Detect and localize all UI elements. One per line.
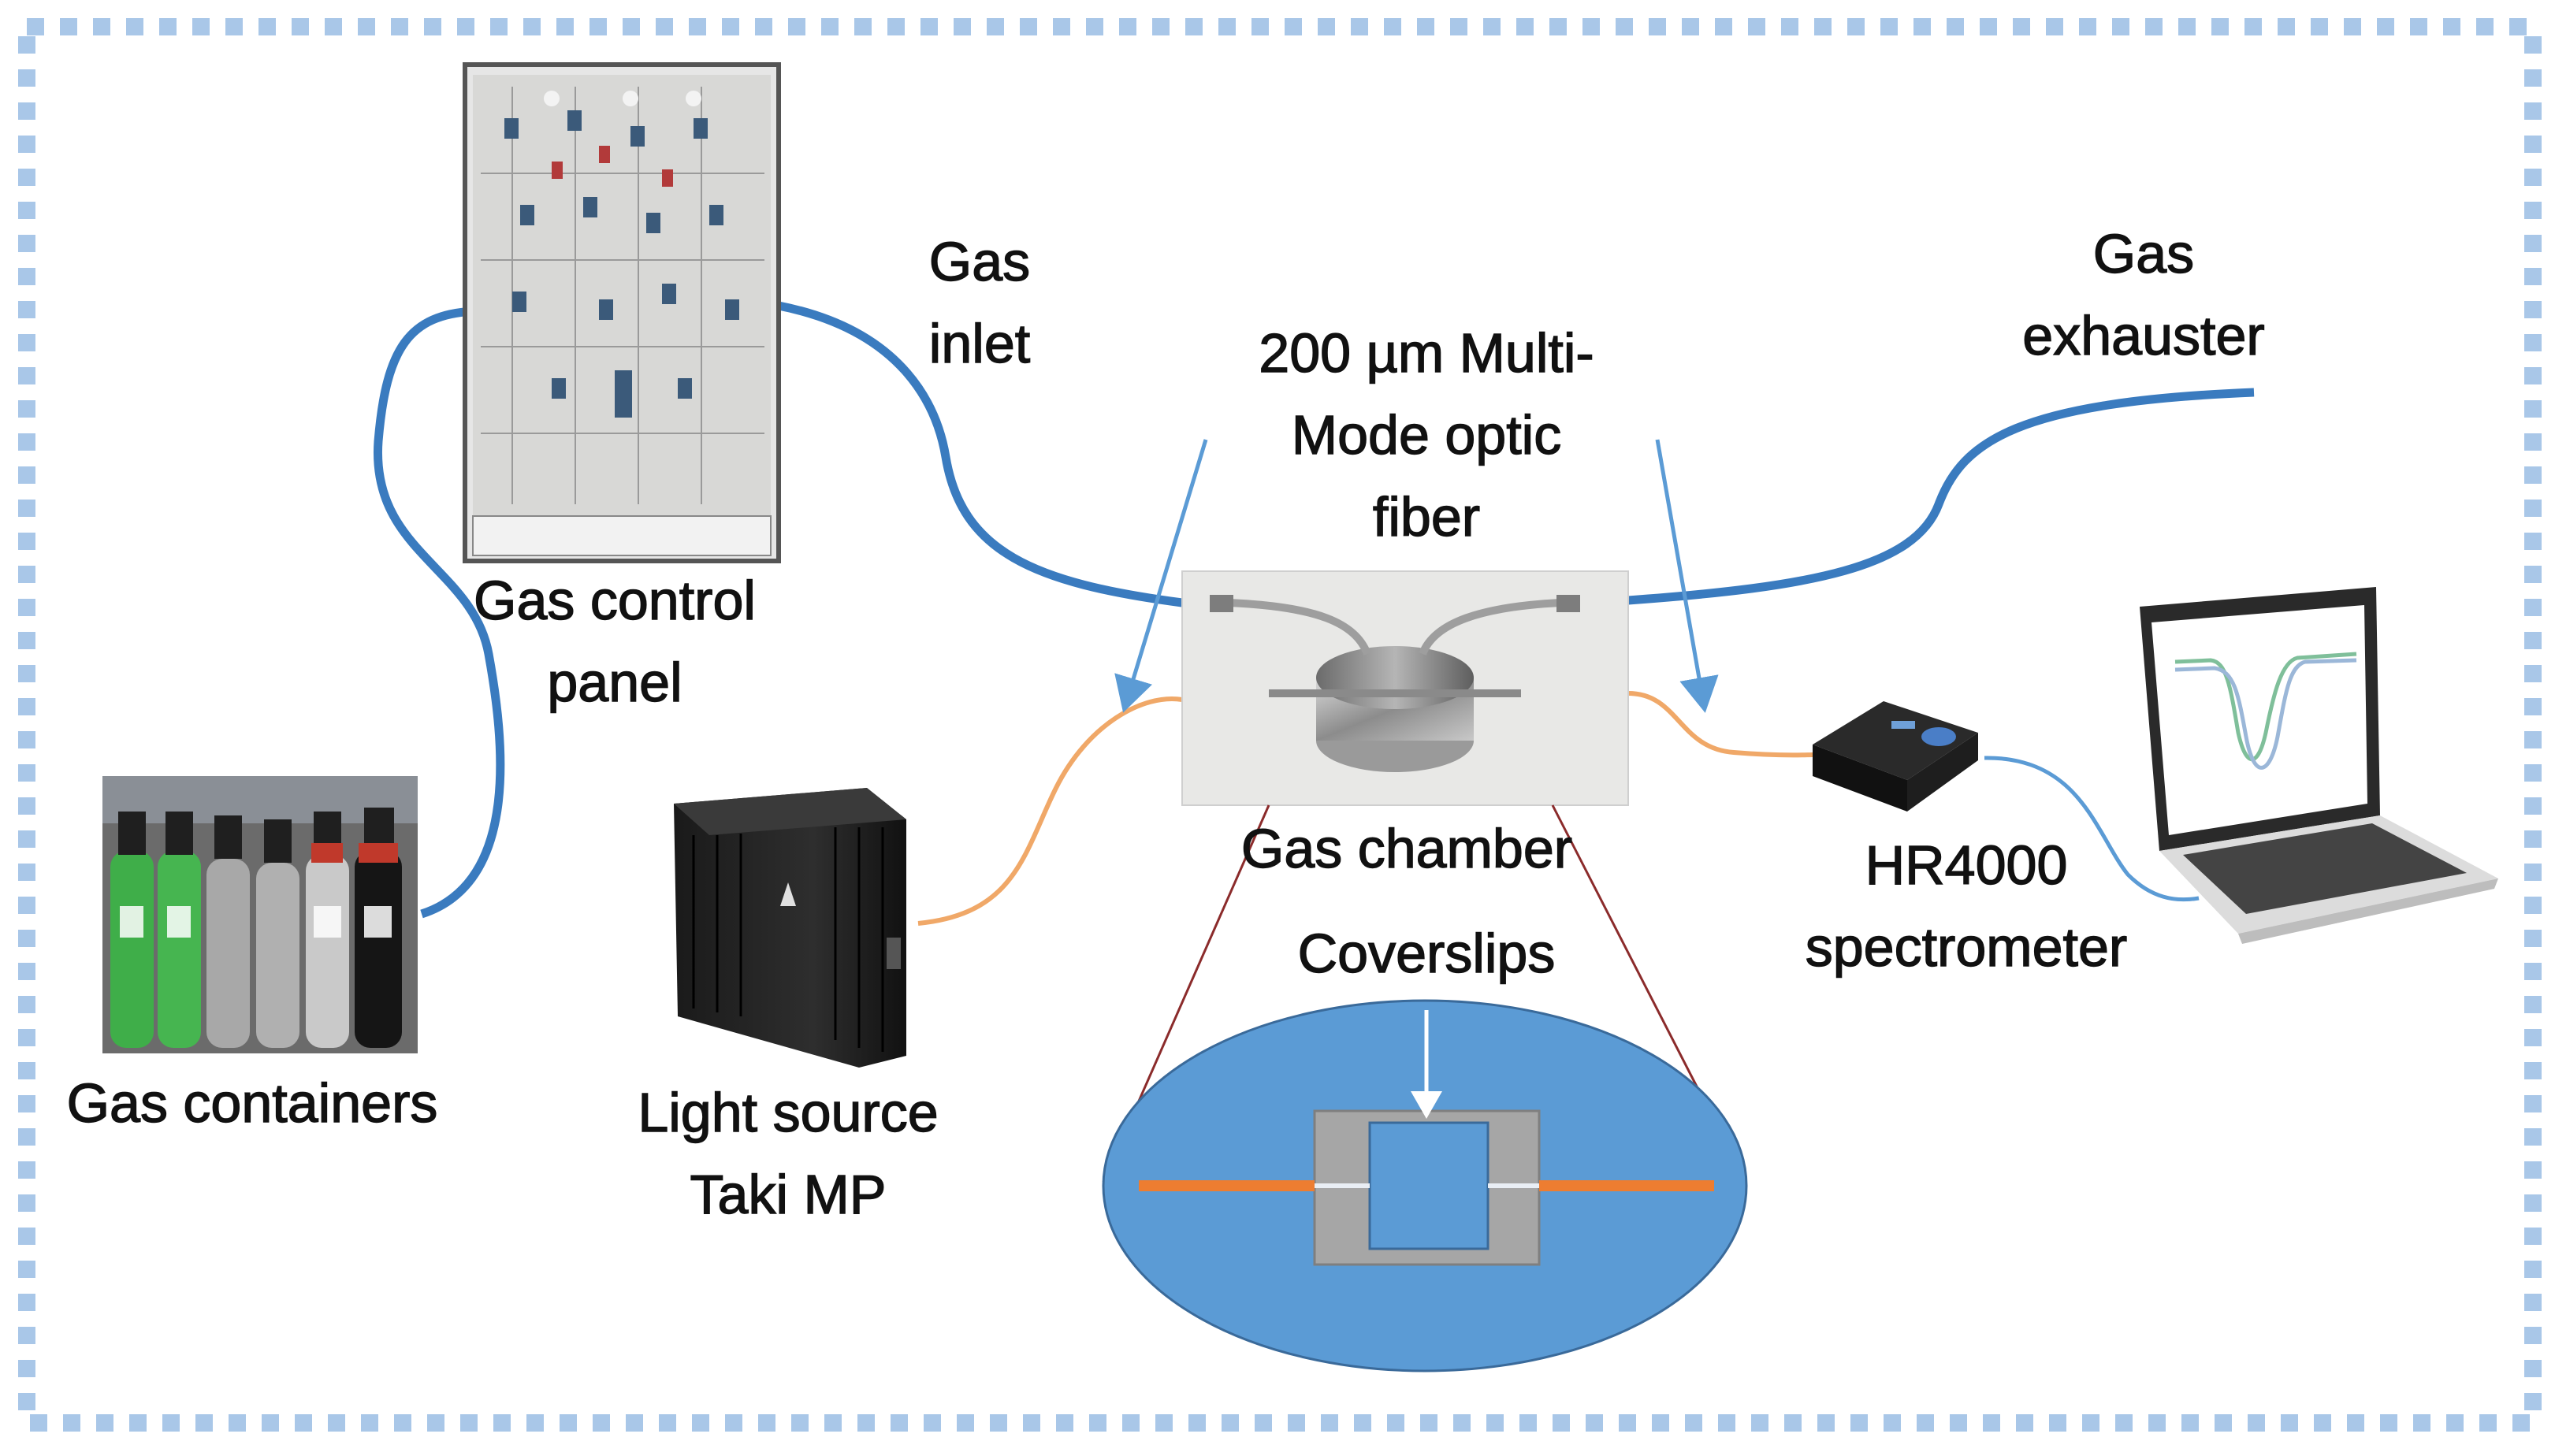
fiber-arrow-right (1655, 439, 1719, 713)
label-light-source: Light source Taki MP (638, 1081, 939, 1225)
fiber-chamber-to-spectrometer (1627, 691, 1813, 758)
fiber-arrow-left (1114, 439, 1208, 713)
gas-line-containers-to-panel (374, 306, 505, 919)
label-coverslips: Coverslips (1297, 922, 1556, 984)
label-gas-containers: Gas containers (66, 1072, 438, 1134)
fiber-light-source-to-chamber (917, 696, 1183, 926)
label-gas-control-panel: Gas control panel (473, 569, 756, 713)
coverslips-detail (1102, 999, 1748, 1372)
gas-cylinders-photo (102, 776, 418, 1053)
label-gas-chamber: Gas chamber (1240, 817, 1573, 879)
spectrometer-device (1813, 701, 1978, 812)
gas-chamber-photo (1181, 570, 1629, 806)
label-hr4000: HR4000 spectrometer (1805, 834, 2128, 978)
label-gas-inlet: Gas inlet (928, 230, 1031, 374)
light-source-box (674, 788, 906, 1068)
gas-inlet-line (777, 301, 1183, 607)
label-gas-exhauster: Gas exhauster (2022, 222, 2266, 366)
laptop-computer (2140, 587, 2498, 944)
gas-exhaust-line (1627, 388, 2255, 605)
label-optic-fiber: 200 µm Multi- Mode optic fiber (1259, 321, 1595, 548)
gas-control-panel-photo (463, 62, 781, 563)
usb-cable (1984, 756, 2200, 902)
